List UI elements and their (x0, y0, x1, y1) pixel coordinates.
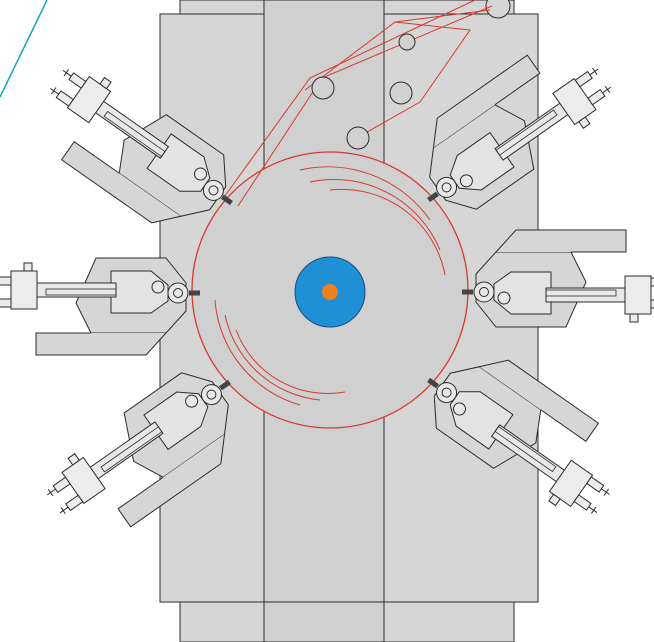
frame-bottom-cap-left (179, 601, 265, 642)
web-guide-rollers (311, 33, 416, 150)
guide-roller-3 (389, 81, 413, 105)
guide-roller-4 (346, 126, 370, 150)
frame-bottom-cap-right (383, 601, 515, 642)
web-wrap-arcs (214, 166, 446, 406)
frame-top-cap-left (179, 0, 265, 15)
corner-accent-line (0, 0, 48, 98)
top-roller (485, 0, 511, 19)
guide-roller-2 (311, 76, 335, 100)
drum-hub-center (322, 284, 338, 300)
guide-roller-1 (398, 33, 416, 51)
